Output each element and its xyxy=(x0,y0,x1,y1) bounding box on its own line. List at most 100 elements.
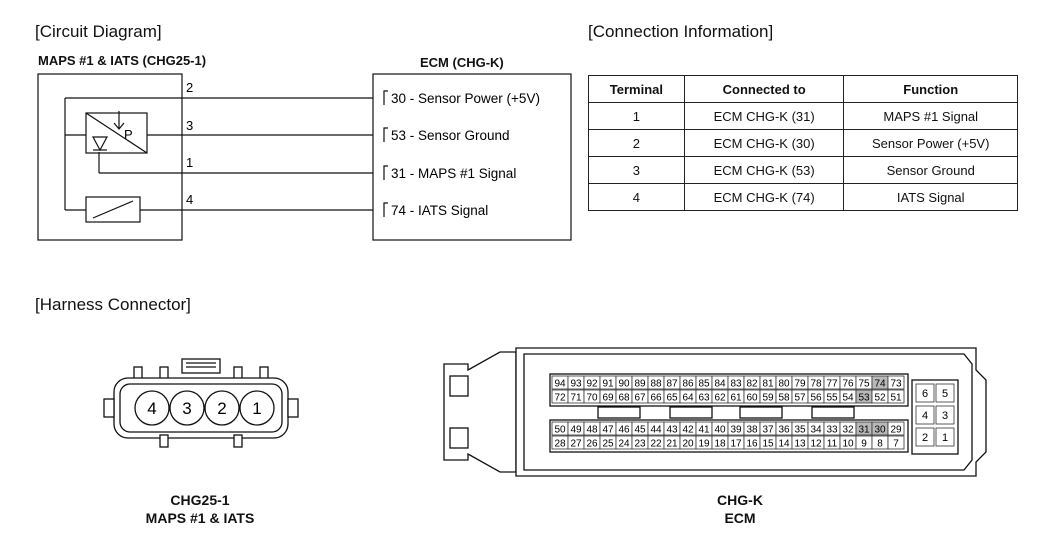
ecm-pin-number: 91 xyxy=(602,379,614,390)
ecm-pin-number: 26 xyxy=(586,439,598,450)
ecm-pin-number: 41 xyxy=(698,425,710,436)
ecm-pin-cell xyxy=(915,383,935,403)
ecm-pin-number: 7 xyxy=(893,439,899,450)
circuit-diagram-heading: [Circuit Diagram] xyxy=(35,22,162,41)
table-cell: 2 xyxy=(588,129,685,157)
ecm-pin-number: 33 xyxy=(826,425,838,436)
ecm-pin-number: 93 xyxy=(570,379,582,390)
ecm-pin-number: 34 xyxy=(810,425,822,436)
ecm-pin-number: 86 xyxy=(682,379,694,390)
ecm-pin-number: 3 xyxy=(942,410,948,422)
ecm-pin-cell xyxy=(935,383,955,403)
table-cell: ECM CHG-K (53) xyxy=(683,156,845,184)
ecm-pin-number: 47 xyxy=(602,425,614,436)
ecm-pin-number: 5 xyxy=(942,388,948,400)
ecm-pin-number: 83 xyxy=(730,379,742,390)
iats-sensor-element xyxy=(85,196,141,223)
ecm-pin-number: 88 xyxy=(650,379,662,390)
ecm-pin-number: 73 xyxy=(890,379,902,390)
ecm-pin-number: 24 xyxy=(618,439,630,450)
sensor-pin-label: 1 xyxy=(186,155,193,170)
table-header-connected: Connected to xyxy=(683,75,845,103)
table-header-row: Terminal Connected to Function xyxy=(588,75,1018,103)
table-cell: ECM CHG-K (30) xyxy=(683,129,845,157)
ecm-pin-number: 16 xyxy=(746,439,758,450)
ecm-pin-number: 60 xyxy=(746,393,758,404)
ecm-pin-number: 23 xyxy=(634,439,646,450)
ecm-pin-number: 45 xyxy=(634,425,646,436)
ecm-connector-label-1: CHG-K xyxy=(717,492,763,508)
table-cell: IATS Signal xyxy=(843,183,1018,211)
ecm-pin-number: 30 xyxy=(874,425,886,436)
ecm-pin-cell xyxy=(887,435,905,450)
connector-latch xyxy=(181,358,221,374)
ecm-pin-number: 21 xyxy=(666,439,678,450)
ecm-pin-number: 57 xyxy=(794,393,806,404)
ecm-pin-number: 38 xyxy=(746,425,758,436)
ecm-pin-number: 12 xyxy=(810,439,822,450)
ecm-pin-number: 10 xyxy=(842,439,854,450)
maps-sensor-element xyxy=(85,112,148,154)
ecm-pin-number: 52 xyxy=(874,393,886,404)
table-row: 3 ECM CHG-K (53) Sensor Ground xyxy=(588,156,1018,184)
ecm-pin-number: 13 xyxy=(794,439,806,450)
table-cell: MAPS #1 Signal xyxy=(843,102,1018,130)
connector-pin-number: 2 xyxy=(217,399,226,418)
ecm-pin-number: 49 xyxy=(570,425,582,436)
ecm-pin-cell xyxy=(887,389,905,404)
table-cell: 3 xyxy=(588,156,685,184)
ecm-pin-cell xyxy=(915,405,935,425)
ecm-pin-label: 74 - IATS Signal xyxy=(391,203,488,218)
ecm-pin-number: 79 xyxy=(794,379,806,390)
ecm-pin-number: 59 xyxy=(762,393,774,404)
ecm-pin-number: 77 xyxy=(826,379,838,390)
ecm-pin-number: 75 xyxy=(858,379,870,390)
ecm-box xyxy=(372,73,572,241)
ecm-pin-number: 37 xyxy=(762,425,774,436)
ecm-pin-number: 39 xyxy=(730,425,742,436)
ecm-pin-number: 85 xyxy=(698,379,710,390)
ecm-pin-number: 43 xyxy=(666,425,678,436)
connector-pin-number: 3 xyxy=(182,399,191,418)
ecm-pin-number: 71 xyxy=(570,393,582,404)
ecm-pin-number: 69 xyxy=(602,393,614,404)
ecm-pin-number: 14 xyxy=(778,439,790,450)
ecm-pin-number: 67 xyxy=(634,393,646,404)
ecm-title: ECM (CHG-K) xyxy=(420,55,504,70)
ecm-pin-number: 19 xyxy=(698,439,710,450)
ecm-pin-number: 92 xyxy=(586,379,598,390)
ecm-pin-number: 89 xyxy=(634,379,646,390)
ecm-pin-number: 82 xyxy=(746,379,758,390)
ecm-pin-label: 31 - MAPS #1 Signal xyxy=(391,166,516,181)
connector-pin-number: 1 xyxy=(252,399,261,418)
ecm-pin-number: 17 xyxy=(730,439,742,450)
connection-table: Terminal Connected to Function 1 ECM CHG… xyxy=(588,75,1018,211)
ecm-pin-number: 68 xyxy=(618,393,630,404)
ecm-pin-number: 90 xyxy=(618,379,630,390)
ecm-pin-label: 30 - Sensor Power (+5V) xyxy=(391,91,540,106)
ecm-pin-number: 31 xyxy=(858,425,870,436)
ecm-pin-number: 48 xyxy=(586,425,598,436)
ecm-pin-number: 72 xyxy=(554,393,566,404)
ecm-pin-number: 64 xyxy=(682,393,694,404)
ecm-pin-number: 6 xyxy=(922,388,928,400)
sensor-pin-label: 3 xyxy=(186,118,193,133)
ecm-pin-number: 65 xyxy=(666,393,678,404)
ecm-pin-number: 80 xyxy=(778,379,790,390)
ecm-pin-number: 8 xyxy=(877,439,883,450)
ecm-pin-number: 9 xyxy=(861,439,867,450)
ecm-pin-number: 66 xyxy=(650,393,662,404)
ecm-pin-number: 70 xyxy=(586,393,598,404)
connector-pin xyxy=(134,390,170,426)
ecm-pin-number: 63 xyxy=(698,393,710,404)
connector-pin xyxy=(204,390,240,426)
table-header-function: Function xyxy=(843,75,1018,103)
ecm-pin-number: 61 xyxy=(730,393,742,404)
table-cell: Sensor Power (+5V) xyxy=(843,129,1018,157)
ecm-pin-number: 35 xyxy=(794,425,806,436)
ecm-pin-number: 22 xyxy=(650,439,662,450)
ecm-pin-number: 18 xyxy=(714,439,726,450)
table-row: 1 ECM CHG-K (31) MAPS #1 Signal xyxy=(588,102,1018,130)
